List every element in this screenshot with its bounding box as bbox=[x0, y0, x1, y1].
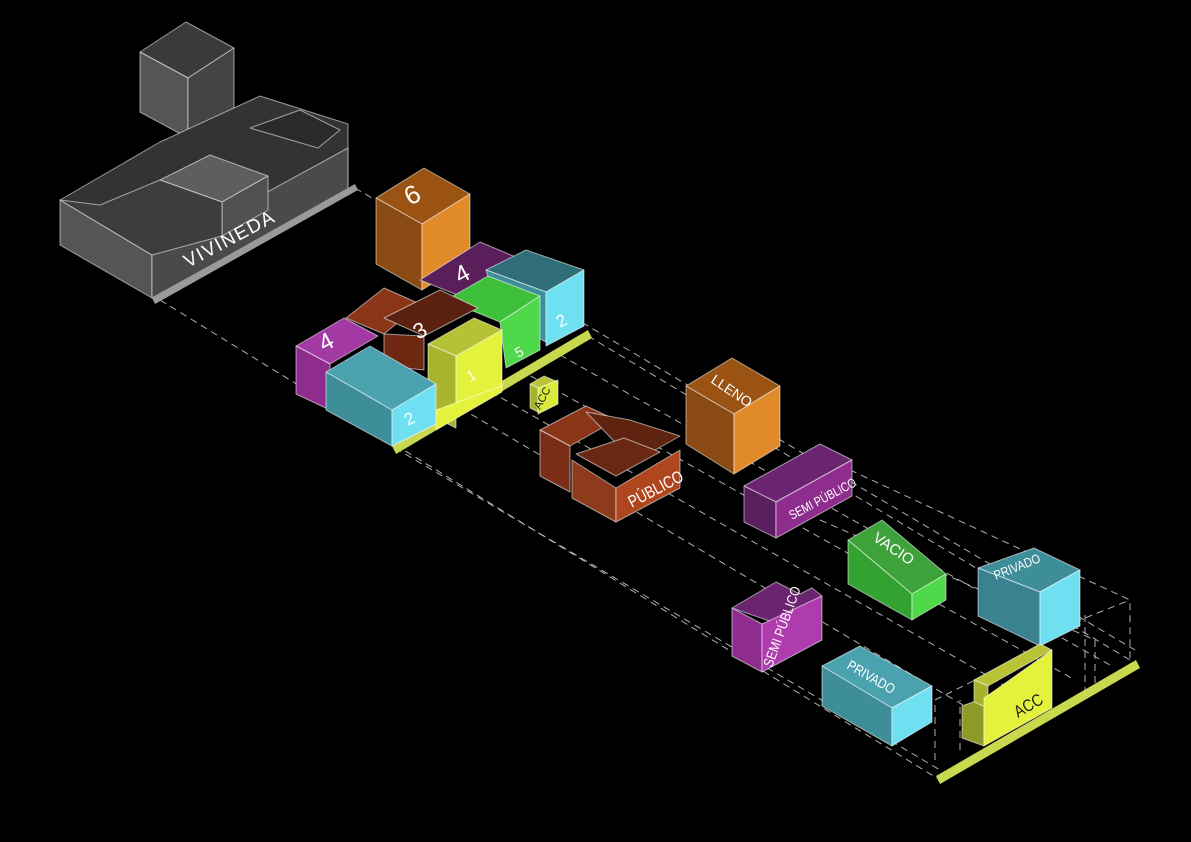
lleno-block: LLENO bbox=[685, 357, 781, 475]
vivienda-block: VIVINEDA bbox=[59, 21, 358, 304]
block-6: 6 bbox=[375, 167, 471, 291]
publico-block: PÚBLICO bbox=[539, 405, 687, 523]
numbered-cluster: 2 5 4 3 1 4 2 bbox=[295, 241, 592, 454]
semi-publico-upper-block: SEMI PÚBLICO bbox=[743, 443, 859, 539]
privado-lower-block: PRIVADO bbox=[821, 645, 933, 747]
acc-end-block: ACC bbox=[936, 643, 1140, 784]
vacio-block: VACIO bbox=[847, 519, 947, 621]
acc-small-block: ACC bbox=[529, 375, 559, 415]
privado-right-block: PRIVADO bbox=[977, 547, 1081, 647]
semi-publico-lower-block: SEMI PÚBLICO bbox=[731, 581, 823, 673]
